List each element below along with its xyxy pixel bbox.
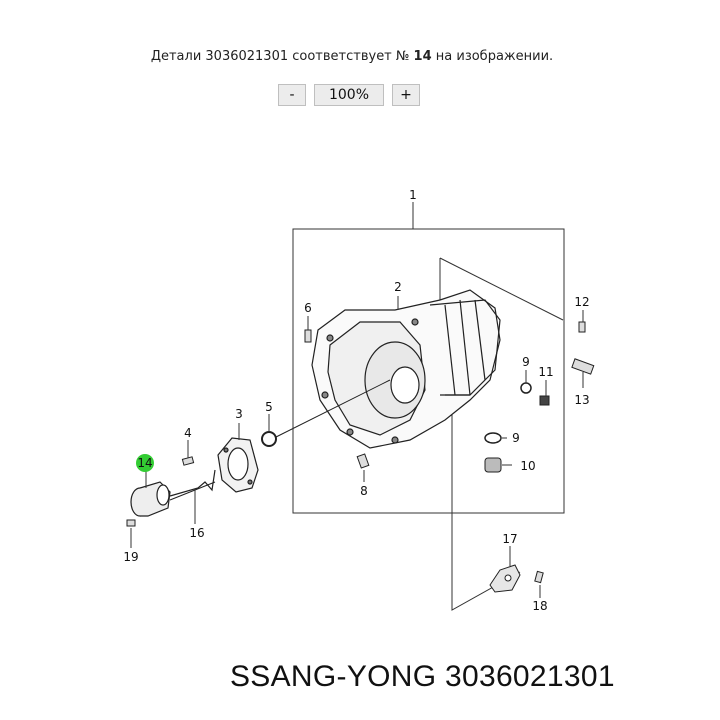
label-4[interactable]: 4 (184, 426, 192, 440)
bracket-line-top (439, 257, 564, 321)
label-18[interactable]: 18 (532, 599, 547, 613)
caption-suffix: на изображении. (431, 49, 554, 64)
oil-seal (261, 431, 277, 447)
label-14[interactable]: 14 (137, 456, 152, 470)
caption-prefix: Детали 3036021301 соответствует № (150, 49, 414, 64)
label-6[interactable]: 6 (304, 301, 312, 315)
part-caption: Детали 3036021301 соответствует № 14 на … (0, 49, 704, 64)
assembly-frame (292, 228, 565, 514)
label-12[interactable]: 12 (574, 295, 589, 309)
bearing-retainer (217, 437, 259, 493)
label-5[interactable]: 5 (265, 400, 273, 414)
bolt-19 (126, 519, 136, 527)
zoom-in-button[interactable]: + (392, 84, 420, 106)
label-19[interactable]: 19 (123, 550, 138, 564)
hydraulic-pipe (169, 469, 216, 497)
label-2[interactable]: 2 (394, 280, 402, 294)
transmission-housing (311, 289, 501, 449)
plug-11 (539, 395, 550, 406)
label-11[interactable]: 11 (538, 365, 553, 379)
zoom-out-button[interactable]: - (278, 84, 306, 106)
label-9a[interactable]: 9 (522, 355, 530, 369)
label-13[interactable]: 13 (574, 393, 589, 407)
label-8[interactable]: 8 (360, 484, 368, 498)
bolt-18 (534, 570, 544, 584)
label-1[interactable]: 1 (409, 188, 417, 202)
caption-number: 14 (413, 49, 432, 64)
bolt-12 (578, 321, 586, 333)
filter-10 (484, 457, 502, 473)
label-9b[interactable]: 9 (512, 431, 520, 445)
cover-17 (489, 564, 521, 593)
sensor-13 (571, 358, 595, 375)
o-ring-9b (484, 432, 502, 444)
label-17[interactable]: 17 (502, 532, 517, 546)
bolt-6 (304, 329, 312, 343)
highlight-marker (136, 454, 154, 472)
part-title: SSANG-YONG 3036021301 (230, 660, 615, 693)
label-16[interactable]: 16 (189, 526, 204, 540)
zoom-controls: - 100% + (278, 84, 420, 106)
bolt-4 (181, 456, 195, 466)
pipe-connector (169, 481, 216, 501)
bolt-8 (356, 453, 370, 469)
zoom-level-button[interactable]: 100% (314, 84, 384, 106)
label-10[interactable]: 10 (520, 459, 535, 473)
o-ring-9a (520, 382, 532, 394)
release-bearing (130, 481, 171, 517)
leader-lines (130, 296, 584, 598)
axis-line (275, 379, 391, 438)
label-3[interactable]: 3 (235, 407, 243, 421)
